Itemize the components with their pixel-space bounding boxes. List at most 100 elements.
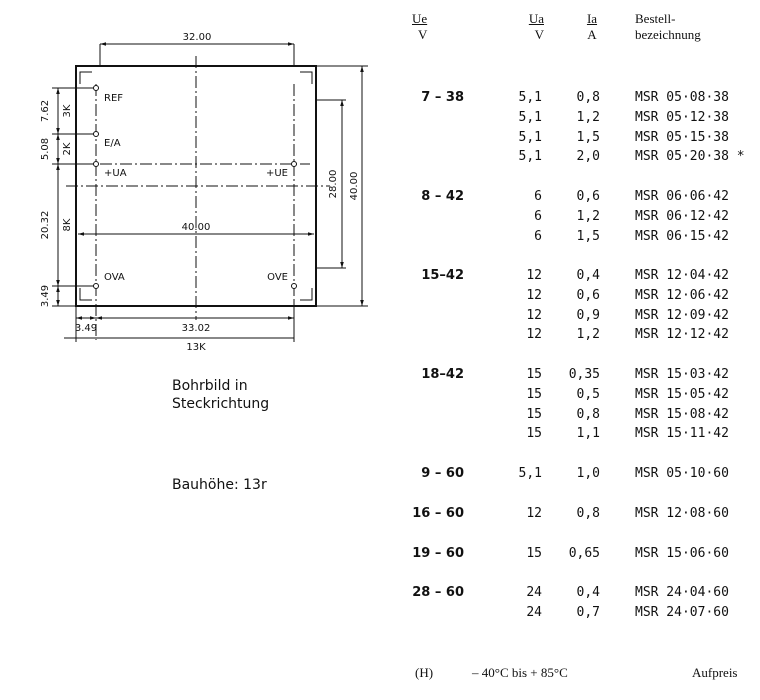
- row-order: MSR 15·06·60: [635, 546, 729, 561]
- footer-code: (H): [415, 665, 434, 680]
- row-order: MSR 05·20·38 *: [635, 149, 745, 165]
- pin-label-ea: E/A: [104, 138, 121, 149]
- row-order: MSR 24·07·60: [635, 604, 729, 620]
- row-ia: 0,4: [576, 585, 600, 600]
- row-ua: 5,1: [518, 109, 542, 125]
- row-ua: 6: [534, 189, 542, 204]
- group-range: 9 – 60: [421, 466, 464, 481]
- row-ua: 5,1: [518, 149, 542, 165]
- bauhoehe-note: Bauhöhe: 13r: [172, 476, 267, 498]
- row-ia: 0,65: [568, 546, 600, 561]
- row-ia: 1,5: [576, 129, 600, 145]
- dim-left-ea: 5.08: [40, 138, 51, 160]
- header-ua-unit: V: [534, 27, 544, 42]
- row-order: MSR 12·08·60: [635, 506, 729, 521]
- header-ue: Ue V: [412, 11, 427, 43]
- dim-right-outer: 40.00: [349, 172, 360, 201]
- row-order: MSR 06·12·42: [635, 208, 729, 224]
- dim-left-ref: 7.62: [40, 100, 51, 122]
- dim-mid-width: 40.00: [182, 222, 211, 233]
- pin-label-ue: +UE: [266, 168, 288, 179]
- pin-label-ove: OVE: [267, 272, 288, 283]
- code-left-mid: 8K: [62, 218, 73, 231]
- row-ia: 1,1: [576, 426, 600, 442]
- row-order: MSR 12·12·42: [635, 327, 729, 343]
- header-ua: Ua V: [520, 11, 544, 43]
- header-ue-label: Ue: [412, 11, 428, 26]
- row-order: MSR 12·06·42: [635, 287, 729, 303]
- bohrbild-line1: Bohrbild in: [172, 378, 248, 394]
- row-ua: 15: [526, 367, 542, 382]
- row-order: MSR 05·08·38: [635, 90, 729, 105]
- row-ia: 1,2: [576, 109, 600, 125]
- header-ue-unit: V: [418, 27, 428, 42]
- group-range: 28 – 60: [412, 585, 464, 600]
- row-ua: 12: [526, 506, 542, 521]
- row-ia: 0,7: [576, 604, 600, 620]
- group-range: 16 – 60: [412, 506, 464, 521]
- code-left-ea: 2K: [62, 142, 73, 155]
- row-ia: 1,2: [576, 208, 600, 224]
- row-ua: 5,1: [518, 466, 542, 481]
- group-range: 18–42: [421, 367, 464, 382]
- group-range: 8 – 42: [421, 189, 464, 204]
- row-ua: 24: [526, 604, 542, 620]
- pin-ref: [93, 85, 99, 91]
- header-order: Bestell- bezeichnung: [635, 11, 701, 43]
- row-ua: 5,1: [518, 129, 542, 145]
- row-order: MSR 05·10·60: [635, 466, 729, 481]
- row-ua: 15: [526, 386, 542, 402]
- header-ua-label: Ua: [528, 11, 544, 26]
- header-ia-unit: A: [587, 27, 597, 42]
- row-ia: 1,0: [576, 466, 600, 481]
- row-order: MSR 15·08·42: [635, 406, 729, 422]
- bohrbild-note: Bohrbild in Steckrichtung: [172, 377, 269, 413]
- group-range: 7 – 38: [421, 90, 464, 105]
- pin-ova: [93, 283, 99, 289]
- row-ia: 0,35: [568, 367, 600, 382]
- dim-bottom-width: 33.02: [182, 323, 211, 334]
- group-range: 19 – 60: [412, 546, 464, 561]
- row-order: MSR 24·04·60: [635, 585, 729, 600]
- bohrbild-drawing: 32.00 40.00 28.00 40.00 7.62 5.08 20.32 …: [40, 32, 368, 353]
- dim-left-bottom: 3.49: [40, 285, 51, 307]
- dim-bottom-label: 13K: [186, 342, 206, 353]
- pin-ea: [93, 131, 99, 137]
- row-order: MSR 05·12·38: [635, 109, 729, 125]
- row-ua: 12: [526, 287, 542, 303]
- row-order: MSR 12·09·42: [635, 307, 729, 323]
- row-order: MSR 15·05·42: [635, 386, 729, 402]
- row-ia: 0,8: [576, 506, 600, 521]
- row-ua: 12: [526, 307, 542, 323]
- row-ia: 0,6: [576, 287, 600, 303]
- row-ua: 15: [526, 546, 542, 561]
- row-ia: 2,0: [576, 149, 600, 165]
- row-order: MSR 15·11·42: [635, 426, 729, 442]
- pin-label-ref: REF: [104, 93, 123, 104]
- bohrbild-line2: Steckrichtung: [172, 396, 270, 412]
- pin-label-ua: +UA: [104, 168, 127, 179]
- group-range: 15–42: [421, 268, 464, 283]
- dim-left-mid: 20.32: [40, 211, 51, 240]
- row-ia: 0,5: [576, 386, 600, 402]
- header-ia: Ia A: [584, 11, 600, 43]
- row-ua: 15: [526, 406, 542, 422]
- row-ua: 24: [526, 585, 542, 600]
- row-ua: 5,1: [518, 90, 542, 105]
- pin-ua: [93, 161, 99, 167]
- dim-right-inner: 28.00: [328, 170, 339, 199]
- row-order: MSR 15·03·42: [635, 367, 729, 382]
- row-ia: 1,2: [576, 327, 600, 343]
- row-order: MSR 06·15·42: [635, 228, 729, 244]
- row-ia: 0,6: [576, 189, 600, 204]
- pin-ue: [291, 161, 297, 167]
- pin-label-ova: OVA: [104, 272, 125, 283]
- row-ia: 0,8: [576, 406, 600, 422]
- row-ua: 6: [534, 208, 542, 224]
- dim-bottom-left: 3.49: [75, 323, 97, 334]
- dim-top-width: 32.00: [183, 32, 212, 43]
- header-ia-label: Ia: [586, 11, 598, 26]
- row-ia: 0,4: [576, 268, 600, 283]
- footer-temp: – 40°C bis + 85°C: [472, 665, 568, 680]
- footer-price: Aufpreis: [692, 665, 738, 680]
